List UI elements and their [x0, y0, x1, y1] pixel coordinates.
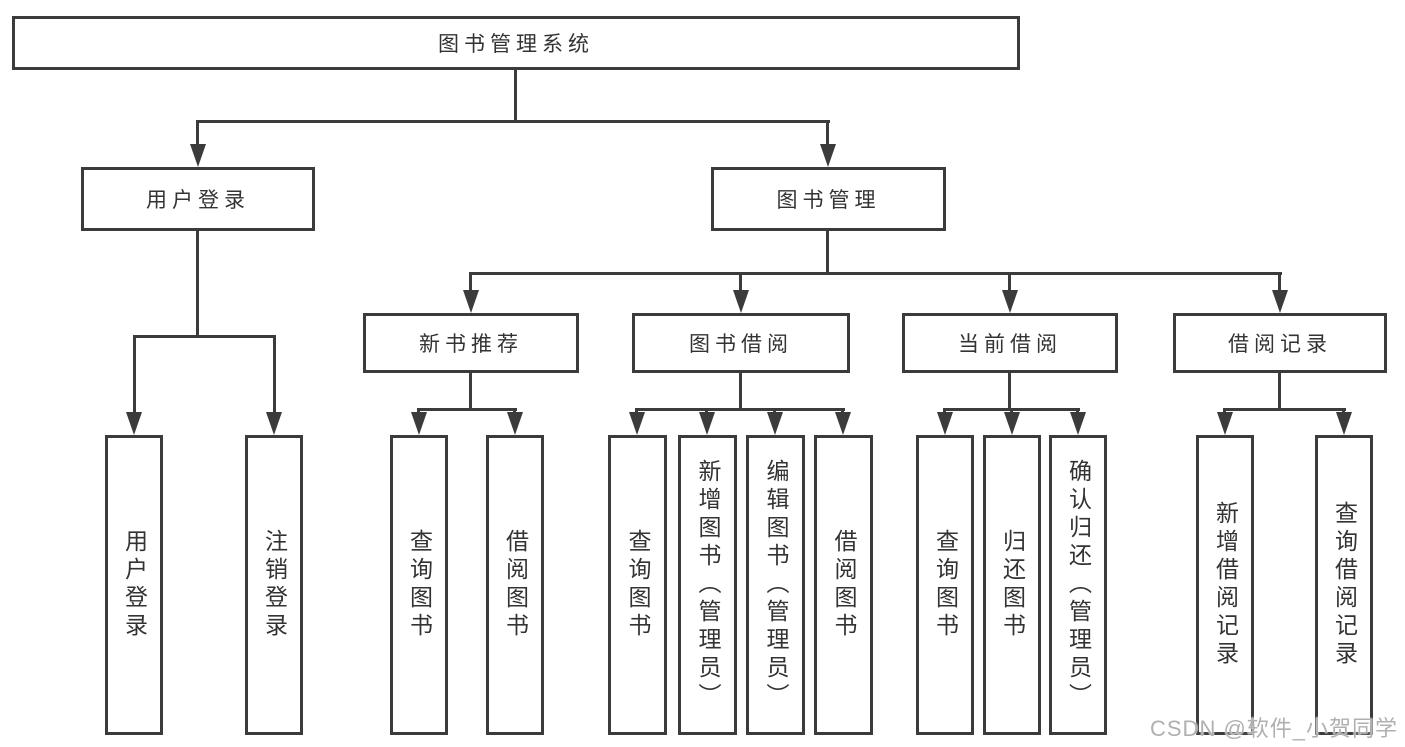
leaf-confirm-return-admin: 确认归还（管理员）	[1049, 435, 1107, 735]
leaf-label: 查询图书	[406, 529, 433, 641]
connector-arrowhead-down	[1002, 290, 1018, 313]
connector-line	[514, 70, 517, 122]
connector-arrowhead-down	[463, 290, 479, 313]
leaf-label: 借阅图书	[831, 529, 857, 641]
node-new-book-recommend: 新书推荐	[363, 313, 579, 373]
connector-arrowhead-down	[1070, 412, 1086, 435]
node-user-login: 用户登录	[81, 167, 315, 231]
node-label: 图书管理	[776, 189, 881, 212]
node-book-management: 图书管理	[711, 167, 946, 231]
node-label: 新书推荐	[419, 333, 523, 356]
leaf-logout-login: 注销登录	[245, 435, 303, 735]
connector-line	[196, 231, 199, 338]
connector-line	[1278, 373, 1281, 410]
connector-arrowhead-down	[507, 412, 523, 435]
leaf-label: 新增借阅记录	[1212, 501, 1239, 669]
leaf-label: 用户登录	[121, 529, 148, 641]
node-current-borrow: 当前借阅	[902, 313, 1118, 373]
leaf-label: 查询图书	[932, 529, 959, 641]
node-book-borrow: 图书借阅	[632, 313, 850, 373]
connector-line	[469, 272, 1282, 275]
connector-line	[273, 335, 276, 413]
connector-arrowhead-down	[699, 412, 715, 435]
connector-arrowhead-down	[126, 412, 142, 435]
connector-line	[1278, 272, 1281, 292]
leaf-return-book: 归还图书	[983, 435, 1041, 735]
leaf-label: 编辑图书（管理员）	[763, 459, 789, 711]
leaf-query-book: 查询图书	[608, 435, 667, 735]
connector-arrowhead-down	[1272, 290, 1288, 313]
connector-line	[826, 231, 829, 274]
connector-arrowhead-down	[266, 412, 282, 435]
leaf-query-borrow-record: 查询借阅记录	[1315, 435, 1373, 735]
connector-arrowhead-down	[1004, 412, 1020, 435]
connector-arrowhead-down	[190, 144, 206, 167]
node-root-library-system: 图书管理系统	[12, 16, 1020, 70]
connector-line	[1008, 373, 1011, 410]
connector-line	[635, 408, 845, 411]
connector-arrowhead-down	[1217, 412, 1233, 435]
node-label: 图书管理系统	[438, 33, 594, 56]
leaf-label: 确认归还（管理员）	[1065, 459, 1092, 711]
connector-line	[826, 120, 829, 146]
connector-arrowhead-down	[820, 144, 836, 167]
leaf-edit-book-admin: 编辑图书（管理员）	[746, 435, 805, 735]
node-label: 借阅记录	[1228, 333, 1332, 356]
connector-line	[133, 335, 276, 338]
node-label: 用户登录	[146, 189, 250, 212]
connector-line	[196, 120, 199, 146]
connector-arrowhead-down	[937, 412, 953, 435]
leaf-label: 新增图书（管理员）	[695, 459, 721, 711]
leaf-label: 借阅图书	[502, 529, 529, 641]
node-label: 图书借阅	[689, 333, 793, 356]
connector-arrowhead-down	[733, 290, 749, 313]
leaf-label: 查询图书	[625, 529, 651, 641]
leaf-query-book: 查询图书	[916, 435, 974, 735]
leaf-query-book: 查询图书	[390, 435, 448, 735]
connector-arrowhead-down	[1336, 412, 1352, 435]
leaf-add-book-admin: 新增图书（管理员）	[678, 435, 737, 735]
leaf-borrow-book: 借阅图书	[814, 435, 873, 735]
connector-line	[739, 272, 742, 292]
connector-arrowhead-down	[411, 412, 427, 435]
leaf-user-login: 用户登录	[105, 435, 163, 735]
leaf-label: 注销登录	[261, 529, 288, 641]
connector-line	[133, 335, 136, 413]
connector-line	[417, 408, 517, 411]
leaf-add-borrow-record: 新增借阅记录	[1196, 435, 1254, 735]
leaf-borrow-book: 借阅图书	[486, 435, 544, 735]
csdn-watermark: CSDN @软件_小贺同学	[1150, 716, 1399, 741]
connector-line	[196, 120, 830, 123]
connector-line	[469, 272, 472, 292]
connector-arrowhead-down	[835, 412, 851, 435]
connector-line	[469, 373, 472, 410]
connector-line	[1008, 272, 1011, 292]
connector-arrowhead-down	[767, 412, 783, 435]
node-borrow-records: 借阅记录	[1173, 313, 1387, 373]
leaf-label: 归还图书	[999, 529, 1026, 641]
node-label: 当前借阅	[958, 333, 1062, 356]
connector-arrowhead-down	[629, 412, 645, 435]
connector-line	[1223, 408, 1346, 411]
leaf-label: 查询借阅记录	[1331, 501, 1358, 669]
connector-line	[739, 373, 742, 410]
